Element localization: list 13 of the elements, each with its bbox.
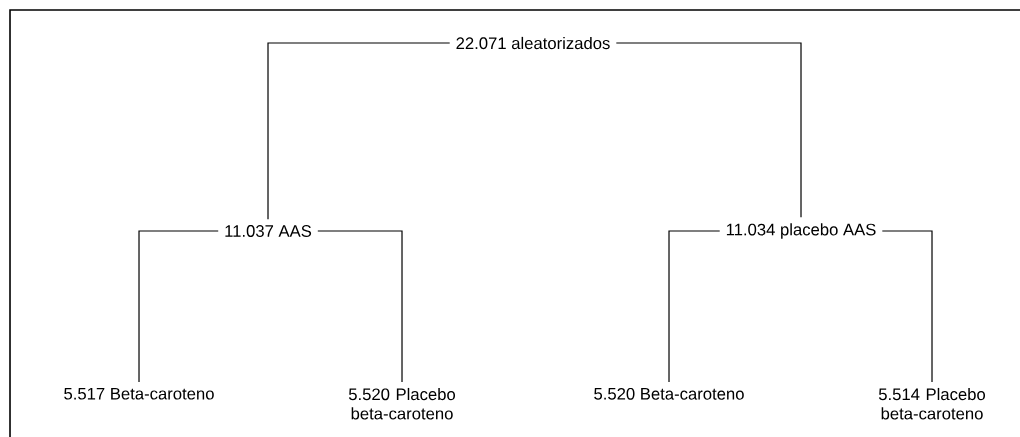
group-label: 5.520 Placebo beta-caroteno — [348, 387, 456, 420]
group-label: 11.034 placebo AAS — [726, 223, 876, 239]
connector-line — [267, 42, 451, 220]
group-label: 5.517 Beta-caroteno — [64, 387, 214, 400]
group-label: 22.071 aleatorizados — [456, 36, 610, 50]
connector-line — [138, 230, 219, 383]
connector-line — [317, 230, 403, 383]
group-label: 5.514 Placebo beta-caroteno — [878, 387, 986, 420]
connector-line — [668, 230, 721, 383]
connector-line — [615, 42, 802, 218]
connector-line — [881, 230, 933, 383]
group-label: 11.037 AAS — [225, 225, 312, 237]
group-label: 5.520 Beta-caroteno — [594, 387, 744, 400]
